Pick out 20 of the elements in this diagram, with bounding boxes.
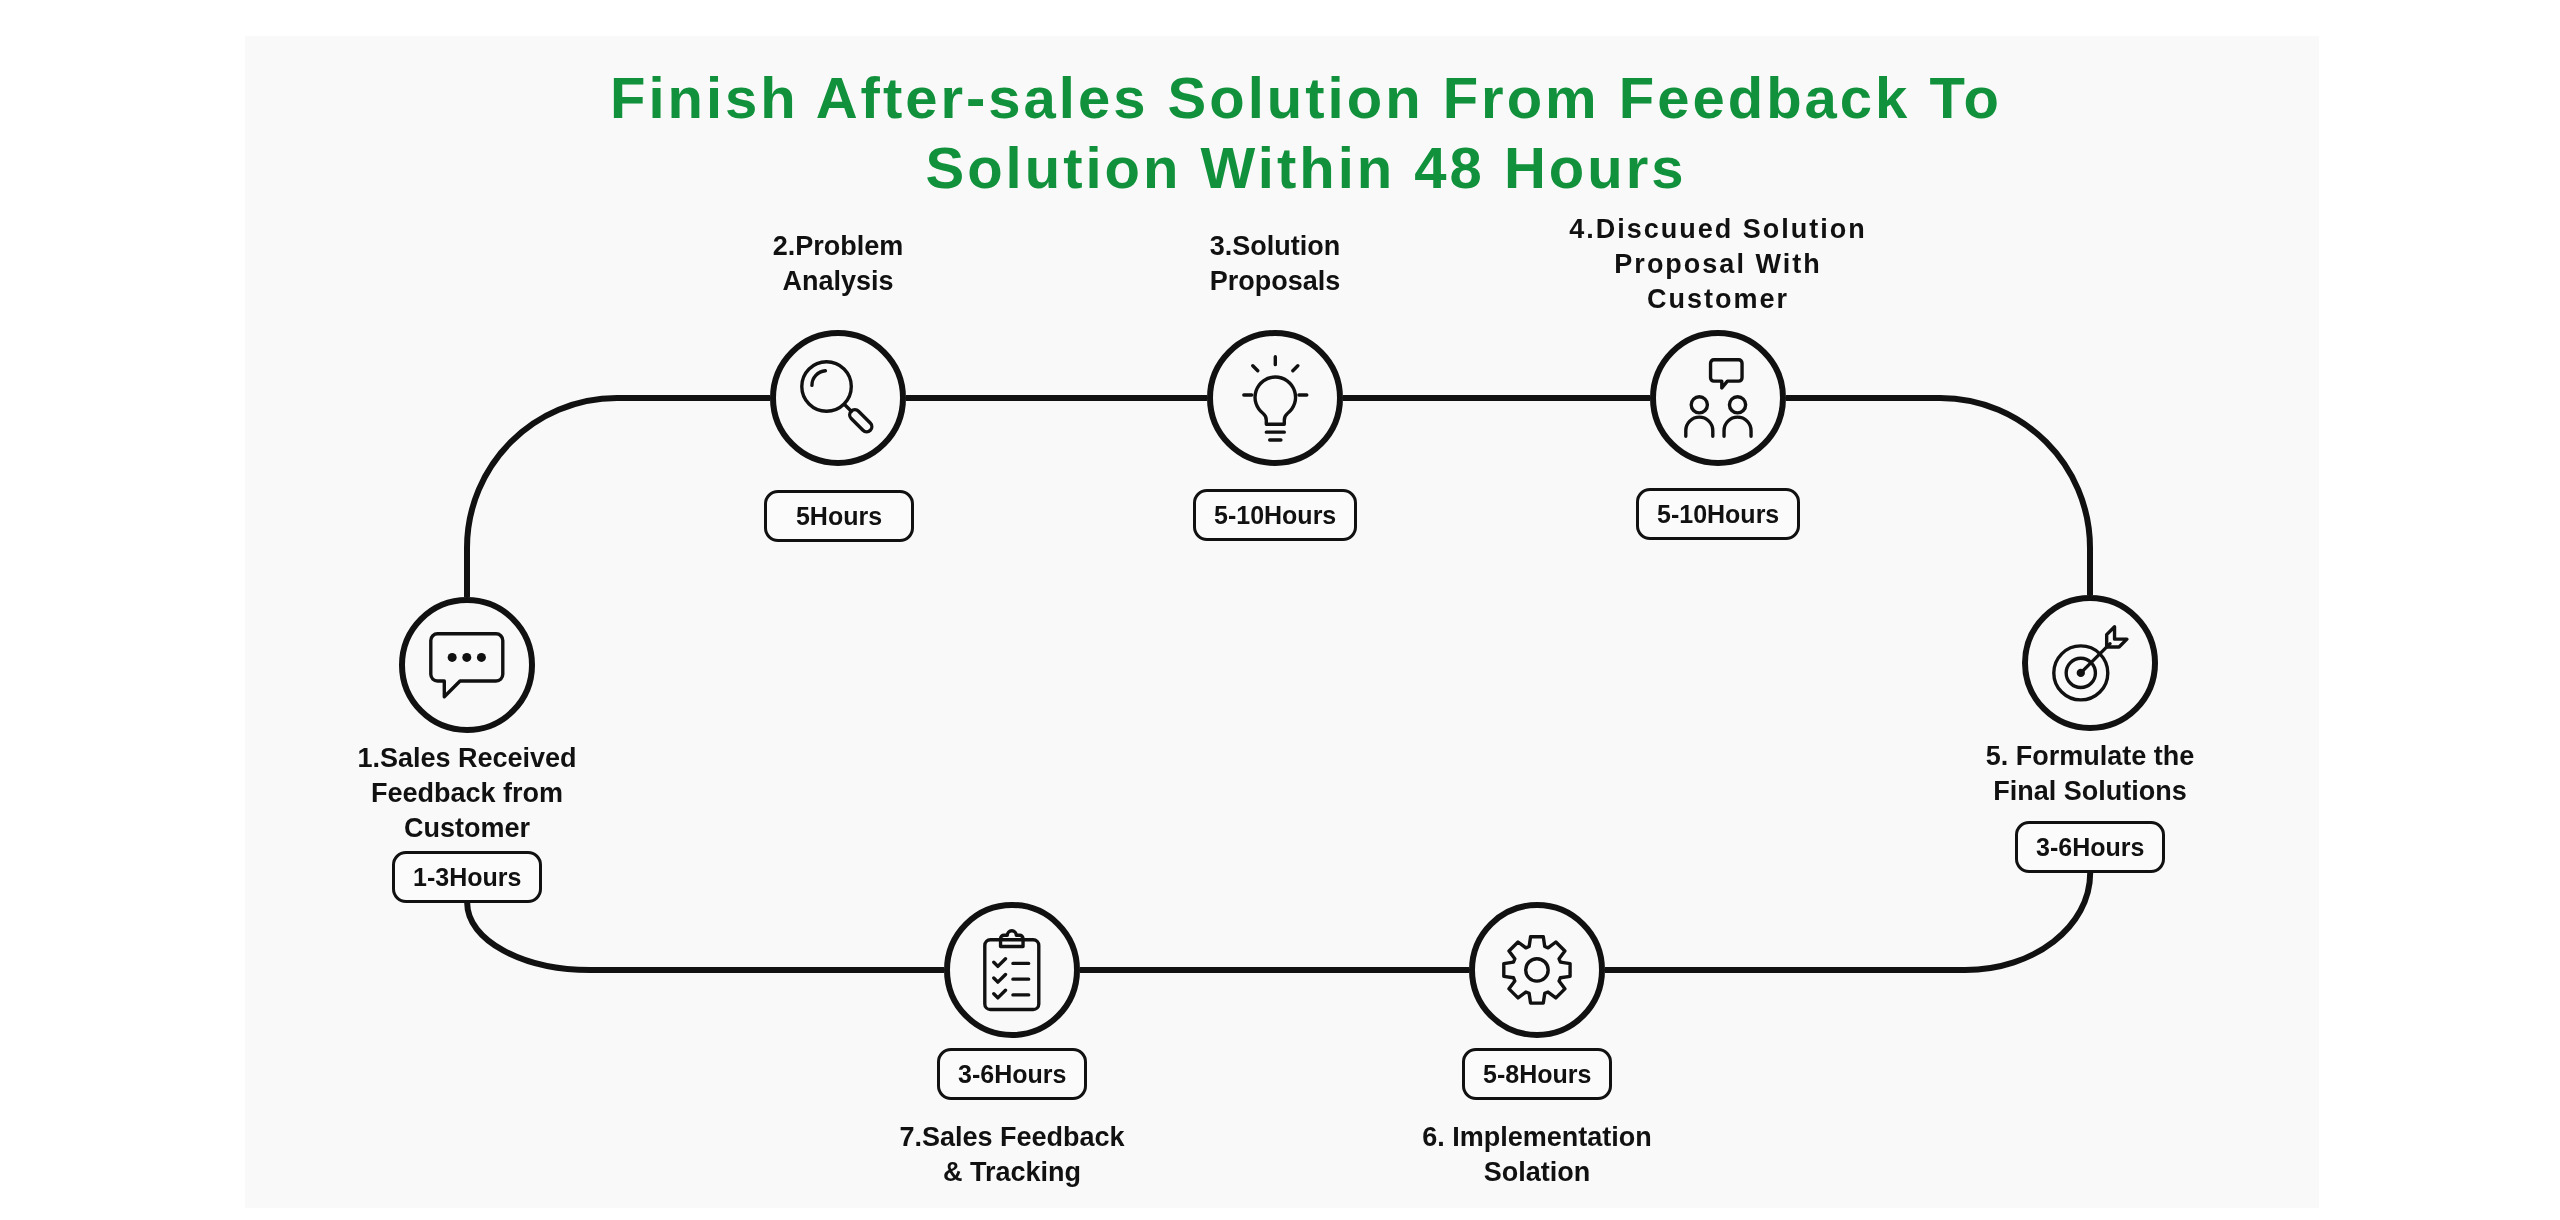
step-title: 6. Implementation Solation: [1421, 1121, 1653, 1189]
duration-badge: 5-8Hours: [1462, 1048, 1613, 1100]
step-title: 2.Problem Analysis: [771, 230, 905, 298]
connector-line: [1786, 395, 2093, 595]
step-title: 4.Discuued Solution Proposal With Customer: [1568, 213, 1868, 316]
duration-badge: 3-6Hours: [2015, 821, 2166, 873]
duration-badge: 3-6Hours: [937, 1048, 1088, 1100]
step-title: 1.Sales Received Feedback from Customer: [356, 742, 578, 845]
step-title: 7.Sales Feedback & Tracking: [898, 1121, 1126, 1189]
duration-badge: 5-10Hours: [1636, 488, 1801, 540]
connector-line: [464, 395, 770, 597]
connector-line: [906, 395, 1207, 401]
connector-line: [1343, 395, 1650, 401]
duration-badge: 5Hours: [764, 490, 914, 542]
step-title: 3.Solution Proposals: [1208, 230, 1342, 298]
step-title: 5. Formulate the Final Solutions: [1984, 740, 2196, 808]
duration-badge: 5-10Hours: [1193, 489, 1358, 541]
duration-badge: 1-3Hours: [392, 851, 543, 903]
diagram-title: Finish After-sales Solution From Feedback To Solution Within 48 Hours: [608, 64, 2004, 202]
connector-line: [1080, 967, 1469, 973]
